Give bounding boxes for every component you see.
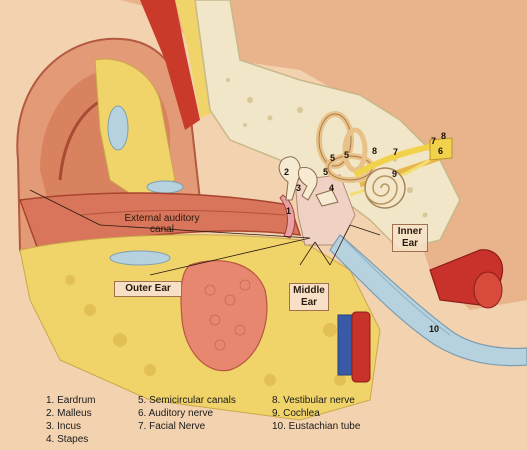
callout-5a: 5 — [330, 153, 336, 163]
cartilage-upper — [107, 105, 129, 151]
incus — [297, 166, 318, 201]
legend-item: 2. Malleus — [46, 408, 92, 419]
internal-carotid — [351, 311, 371, 383]
eustachian-tube — [329, 234, 527, 367]
legend-item: 7. Facial Nerve — [138, 421, 206, 432]
inner-ear-label-line1: Inner — [397, 226, 423, 237]
external-canal-label: External auditory canal — [112, 213, 212, 235]
callout-10: 10 — [429, 324, 440, 334]
nerve-bundle — [429, 137, 453, 161]
callout-6: 6 — [438, 146, 444, 156]
middle-ear-label: Middle Ear — [289, 283, 329, 311]
middle-ear-label-line2: Ear — [300, 297, 318, 308]
callout-4: 4 — [329, 183, 335, 193]
middle-ear-label-line1: Middle — [293, 285, 325, 296]
callout-2: 2 — [284, 167, 290, 177]
cartilage-lower — [109, 250, 171, 266]
legend-column-2: 5. Semicircular canals 6. Auditory nerve… — [138, 394, 236, 433]
cochlea — [364, 167, 406, 209]
callout-3: 3 — [296, 183, 302, 193]
legend-item: 3. Incus — [46, 421, 82, 432]
callout-1: 1 — [286, 206, 292, 216]
callout-8b: 8 — [441, 131, 447, 141]
semicircular-canal-posterior — [342, 127, 368, 173]
callout-7a: 7 — [393, 147, 399, 157]
outer-ear-label: Outer Ear — [114, 281, 182, 297]
legend-item: 5. Semicircular canals — [138, 395, 236, 406]
stapes — [315, 189, 339, 207]
callout-5b: 5 — [344, 150, 350, 160]
cochlea-spiral — [364, 175, 398, 205]
callout-5c: 5 — [323, 167, 329, 177]
inner-ear-label: Inner Ear — [392, 224, 428, 252]
malleus — [278, 156, 301, 201]
gland-texture — [204, 279, 251, 351]
legend-item: 8. Vestibular nerve — [272, 395, 355, 406]
inner-ear-label-line2: Ear — [401, 238, 419, 249]
cartilage-mid — [146, 180, 184, 194]
leader-lines — [29, 189, 381, 276]
legend-column-3: 8. Vestibular nerve 9. Cochlea 10. Eusta… — [272, 394, 360, 433]
external-canal-label-line2: canal — [150, 224, 174, 235]
callout-8a: 8 — [372, 146, 378, 156]
callout-9: 9 — [392, 169, 398, 179]
legend-column-1: 1. Eardrum 2. Malleus 3. Incus 4. Stapes — [46, 394, 95, 446]
temporal-muscle — [140, 0, 200, 130]
external-canal-label-line1: External auditory — [124, 213, 200, 224]
legend-item: 1. Eardrum — [46, 395, 96, 406]
legend-item: 6. Auditory nerve — [138, 408, 214, 419]
legend-item: 9. Cochlea — [272, 408, 320, 419]
legend-item: 4. Stapes — [46, 434, 89, 445]
legend-item: 10. Eustachian tube — [272, 421, 361, 432]
canal-wall — [79, 209, 286, 216]
callout-7b: 7 — [431, 136, 437, 146]
parotid-gland — [180, 260, 268, 372]
jugular-vein — [337, 314, 353, 376]
